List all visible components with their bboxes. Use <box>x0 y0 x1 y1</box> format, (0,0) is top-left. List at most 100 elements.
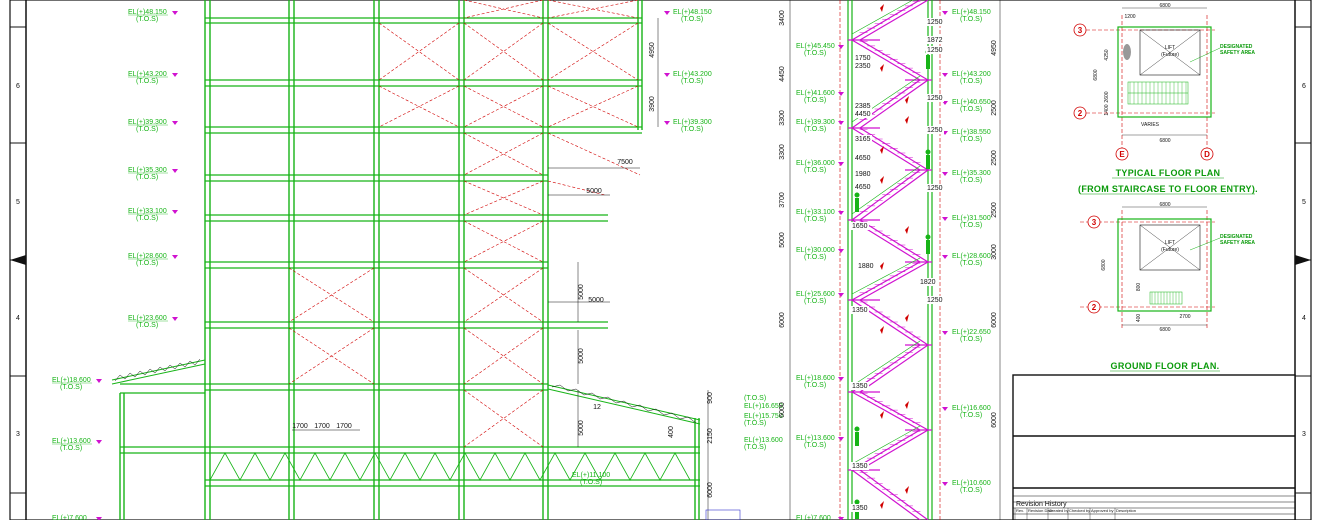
center-mark-left-icon <box>10 255 26 265</box>
stair-dim: 2385 <box>855 103 871 110</box>
level-tos: (T.O.S) <box>804 126 826 133</box>
dim-box <box>854 135 872 143</box>
level-marker-icon <box>664 121 670 125</box>
center-mark-right-icon <box>1295 255 1311 265</box>
dim-box <box>926 36 944 44</box>
grid-bubble-d: D <box>1204 150 1210 159</box>
grid-bubble-2: 2 <box>1092 303 1097 312</box>
dim-3900: 3900 <box>649 96 656 112</box>
ground-floor-plan: LIFT (Future) DESIGNATED SAFETY AREA 3 2… <box>1080 202 1255 372</box>
row-label-left: 3 <box>16 431 20 438</box>
level-label: EL(+)48.150 <box>128 9 167 16</box>
dim-5000: 5000 <box>588 297 604 304</box>
level-label: (T.O.S) <box>580 479 602 486</box>
level-marker-icon <box>838 45 844 49</box>
stair-dim: 1872 <box>927 37 943 44</box>
left-level-tags: EL(+)48.150(T.O.S)EL(+)43.200(T.O.S)EL(+… <box>52 9 178 520</box>
dim-box <box>926 184 944 192</box>
level-tos: (T.O.S) <box>136 126 158 133</box>
level-label: EL(+)22.650 <box>952 329 991 336</box>
dim-vertical: 3000 <box>991 244 998 260</box>
level-marker-icon <box>172 317 178 321</box>
safety-note: DESIGNATED <box>1220 234 1253 240</box>
dim: 4250 <box>1104 49 1110 60</box>
level-marker-icon <box>838 249 844 253</box>
level-marker-icon <box>172 73 178 77</box>
dim-box <box>919 278 937 286</box>
revision-header: Approved by <box>1091 508 1113 513</box>
level-marker-icon <box>838 92 844 96</box>
level-label: EL(+)48.150 <box>952 9 991 16</box>
dim-1700: 1700 <box>292 423 308 430</box>
dim-6000: 6000 <box>707 482 714 498</box>
arrow-marker-icon <box>880 4 909 509</box>
stair-flight <box>850 0 922 520</box>
dim-box <box>854 102 872 110</box>
level-marker-icon <box>838 377 844 381</box>
level-marker-icon <box>942 172 948 176</box>
level-marker-icon <box>172 210 178 214</box>
dim-vertical: 6000 <box>991 412 998 428</box>
lift-label: LIFT <box>1165 45 1175 51</box>
stair-dim: 1250 <box>927 185 943 192</box>
stair-dim: 1250 <box>927 19 943 26</box>
dim-vertical: 4450 <box>779 66 786 82</box>
lift-sub: (Future) <box>1161 247 1179 253</box>
level-label: EL(+)15.750 <box>744 413 783 420</box>
dim: 1400 <box>1104 104 1110 115</box>
dim-7500: 7500 <box>617 159 633 166</box>
level-tos: (T.O.S) <box>804 442 826 449</box>
level-label: EL(+)39.300 <box>128 119 167 126</box>
dim-box <box>854 110 872 118</box>
dim-box <box>926 46 944 54</box>
level-marker-icon <box>942 11 948 15</box>
dim-vertical: 2500 <box>991 100 998 116</box>
row-label-left: 4 <box>16 315 20 322</box>
safety-note: SAFETY AREA <box>1220 50 1255 56</box>
level-tos: (T.O.S) <box>681 126 703 133</box>
level-label: EL(+)7.600 <box>796 515 831 520</box>
level-marker-icon <box>942 73 948 77</box>
level-tos: (T.O.S) <box>960 16 982 23</box>
lift-sub: (Future) <box>1161 52 1179 58</box>
stair-dim: 1250 <box>927 127 943 134</box>
level-tos: (T.O.S) <box>804 97 826 104</box>
level-label: EL(+)38.550 <box>952 129 991 136</box>
truss-web <box>209 452 691 481</box>
dim-1700: 1700 <box>314 423 330 430</box>
safety-note: SAFETY AREA <box>1220 240 1255 246</box>
stair-dim: 4650 <box>855 155 871 162</box>
stair-dim: 1880 <box>858 263 874 270</box>
row-label-right: 4 <box>1302 315 1306 322</box>
level-label: EL(+)45.450 <box>796 43 835 50</box>
level-label: EL(+)16.650 <box>744 403 783 410</box>
dim: 6800 <box>1159 202 1170 208</box>
structural-elevation: 4950 3900 7500 5000 5000 5000 5000 5000 … <box>52 0 783 520</box>
dim-5000: 5000 <box>578 348 585 364</box>
dim-box <box>851 382 869 390</box>
dim-400: 400 <box>668 426 675 438</box>
level-tos: (T.O.S) <box>960 412 982 419</box>
level-marker-icon <box>942 255 948 259</box>
dim: VARIES <box>1141 122 1160 128</box>
dim-box <box>854 154 872 162</box>
level-label: (T.O.S) <box>744 395 766 402</box>
stair-dim: 3165 <box>855 136 871 143</box>
stair-left-levels: EL(+)45.450(T.O.S)EL(+)41.600(T.O.S)EL(+… <box>796 43 844 520</box>
grid-bubble-3: 3 <box>1078 26 1083 35</box>
dim-box <box>926 296 944 304</box>
stair-dim: 1350 <box>852 383 868 390</box>
dim: 800 <box>1136 283 1142 292</box>
level-marker-icon <box>942 482 948 486</box>
stair-dim: 1350 <box>852 307 868 314</box>
dim-box <box>857 262 875 270</box>
dim-box <box>926 18 944 26</box>
row-label-right: 3 <box>1302 431 1306 438</box>
level-label: EL(+)10.600 <box>952 480 991 487</box>
level-tos: (T.O.S) <box>804 254 826 261</box>
dim-5000: 5000 <box>578 420 585 436</box>
level-marker-icon <box>96 517 102 520</box>
level-marker-icon <box>838 293 844 297</box>
typical-floor-plan: LIFT (Future) DESIGNATED SAFETY AREA 3 2… <box>1073 3 1258 195</box>
